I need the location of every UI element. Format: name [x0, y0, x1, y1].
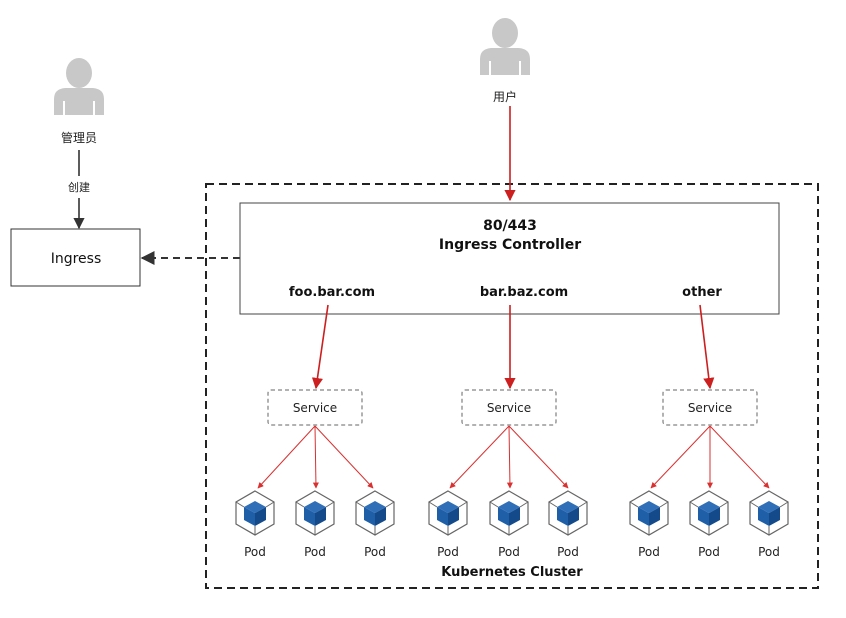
- pod-cube-icon: [235, 490, 275, 536]
- service-box: [267, 389, 363, 426]
- pod-link-arrow: [312, 425, 319, 489]
- route-arrow-other: [699, 304, 715, 390]
- pod-label: Pod: [304, 545, 326, 559]
- pod-cube-icon: [295, 490, 335, 536]
- ingress-controller-box: [239, 202, 780, 315]
- host-other: other: [682, 285, 722, 300]
- pod-cube-icon: [689, 490, 729, 536]
- ingress-resource-box: [10, 228, 141, 287]
- pod-link-arrow: [709, 425, 770, 489]
- pod-link-arrow: [257, 425, 316, 489]
- service-1-pod-arrows: [257, 425, 374, 489]
- pod-label: Pod: [437, 545, 459, 559]
- admin-label: 管理员: [61, 130, 97, 145]
- kubernetes-cluster-boundary: [205, 183, 819, 589]
- pod-cube-icon: [489, 490, 529, 536]
- pod-link-arrow: [650, 425, 711, 489]
- host-foo-bar-com: foo.bar.com: [289, 285, 375, 300]
- controller-title: Ingress Controller: [439, 237, 581, 253]
- pod-label: Pod: [244, 545, 266, 559]
- pod-cube-icon: [749, 490, 789, 536]
- user-person-icon: [479, 17, 531, 76]
- route-arrow-foo: [311, 304, 329, 390]
- pod-label: Pod: [364, 545, 386, 559]
- service-group-2: Service: [461, 389, 557, 426]
- service-box: [461, 389, 557, 426]
- admin-person-icon: [53, 57, 105, 116]
- pod-label: Pod: [638, 545, 660, 559]
- host-bar-baz-com: bar.baz.com: [480, 285, 568, 300]
- pod-cube-icon: [428, 490, 468, 536]
- service-3-pod-arrows: [650, 425, 770, 489]
- pod-label: Pod: [698, 545, 720, 559]
- controller-ports: 80/443: [483, 218, 537, 234]
- pod-cube-icon: [355, 490, 395, 536]
- pod-link-arrow: [314, 425, 374, 489]
- service-label: Service: [293, 401, 337, 415]
- service-2-pod-arrows: [449, 425, 569, 489]
- pod-link-arrow: [449, 425, 510, 489]
- user-label: 用户: [493, 89, 517, 104]
- ingress-label: Ingress: [51, 251, 102, 267]
- service-box: [662, 389, 758, 426]
- pod-label: Pod: [498, 545, 520, 559]
- service-group-3: Service: [662, 389, 758, 426]
- pod-label: Pod: [557, 545, 579, 559]
- pod-link-arrow: [506, 425, 513, 489]
- pod-link-arrow: [508, 425, 569, 489]
- cluster-label: Kubernetes Cluster: [441, 565, 583, 580]
- service-label: Service: [688, 401, 732, 415]
- service-group-1: Service: [267, 389, 363, 426]
- pod-cube-icon: [548, 490, 588, 536]
- pod-cube-icon: [629, 490, 669, 536]
- create-action-label: 创建: [68, 180, 90, 194]
- pod-label: Pod: [758, 545, 780, 559]
- service-label: Service: [487, 401, 531, 415]
